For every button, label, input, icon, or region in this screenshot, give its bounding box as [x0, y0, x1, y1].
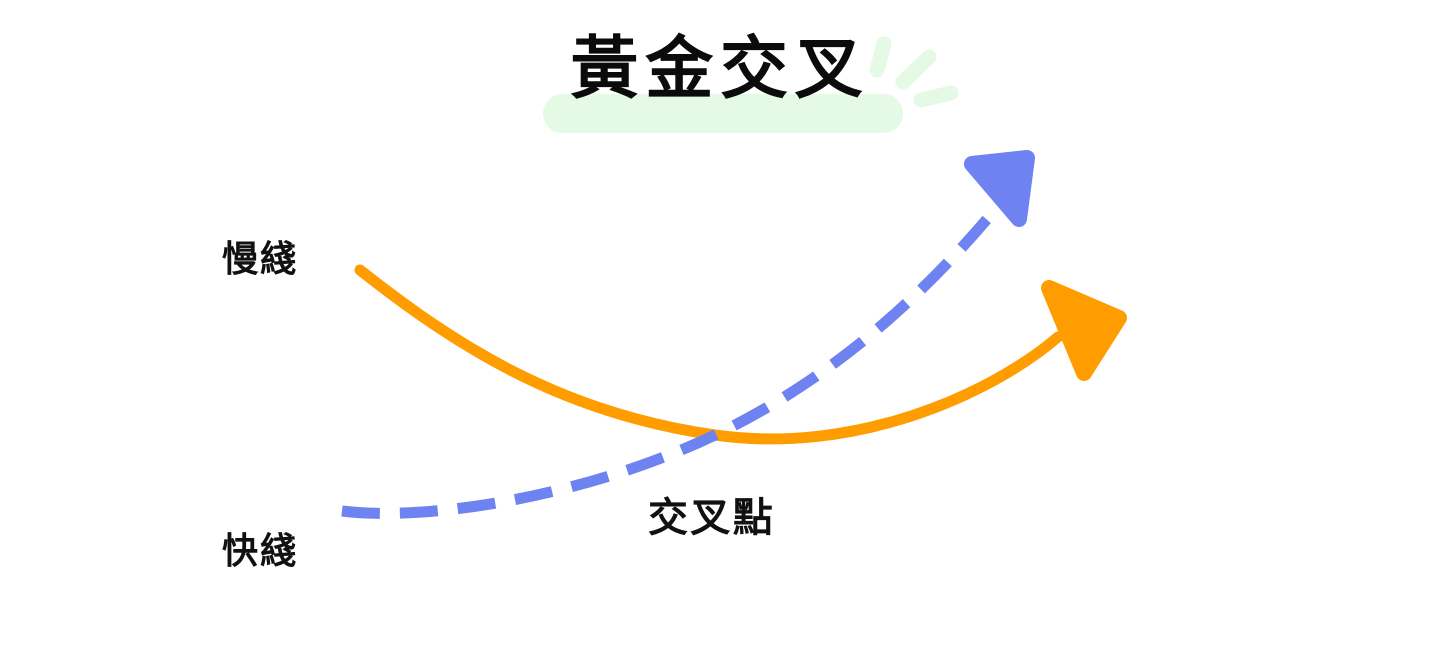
fast-line-label: 快綫: [222, 531, 299, 572]
sparkle-stroke-horizontal-icon: [913, 85, 959, 108]
sparkle-group: [869, 36, 959, 108]
title-highlight-pill: [543, 94, 903, 133]
fast-line-arrowhead: [964, 150, 1035, 227]
sparkle-stroke-diagonal-icon: [895, 49, 937, 90]
sparkle-stroke-vertical-icon: [869, 36, 892, 78]
slow-line-curve: [354, 264, 1064, 445]
page-title: 黃金交叉: [570, 30, 870, 109]
slow-line-arrowhead: [1041, 280, 1127, 381]
cross-point-label: 交叉點: [648, 495, 776, 541]
slow-line-label: 慢綫: [222, 239, 299, 280]
fast-line-curve: [341, 214, 993, 519]
